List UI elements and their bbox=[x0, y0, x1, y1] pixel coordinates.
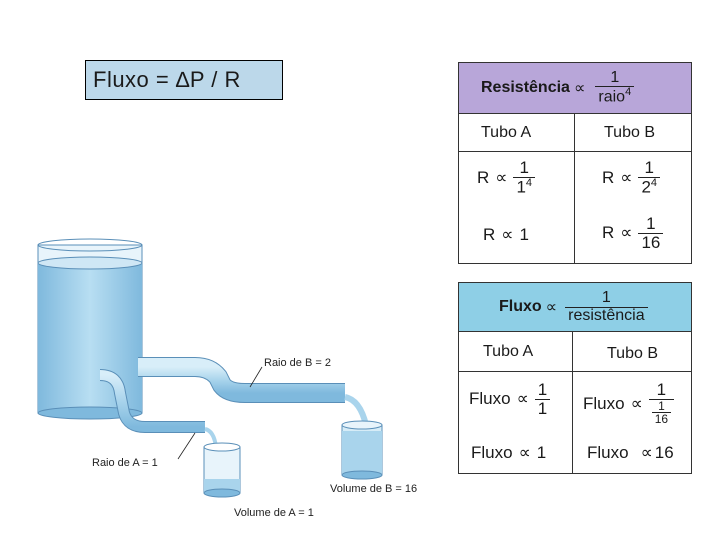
leader-line bbox=[249, 366, 263, 388]
resistance-col-b-header: Tubo B bbox=[604, 124, 655, 141]
label-volume-a: Volume de A = 1 bbox=[234, 507, 314, 519]
lhs: R bbox=[483, 225, 496, 244]
flow-table-header: Fluxo ∝ 1 resistência bbox=[459, 283, 691, 331]
fraction: 1 24 bbox=[638, 158, 661, 197]
fraction-denominator: 1 16 bbox=[648, 398, 675, 426]
nested-numerator: 1 bbox=[658, 398, 665, 413]
proportional-symbol: ∝ bbox=[640, 443, 653, 462]
fraction: 1 14 bbox=[513, 158, 536, 197]
beaker-b bbox=[341, 420, 383, 480]
fraction-numerator: 1 bbox=[537, 380, 548, 399]
value: 16 bbox=[654, 443, 674, 462]
fraction-denominator: 1 bbox=[534, 398, 551, 418]
proportional-symbol: ∝ bbox=[516, 389, 529, 409]
resistance-table: Resistência ∝ 1 raio4 Tubo A Tubo B R ∝ … bbox=[458, 62, 692, 264]
lhs: R bbox=[602, 223, 615, 243]
proportional-symbol: ∝ bbox=[518, 443, 531, 462]
fraction-denominator: raio4 bbox=[595, 86, 635, 106]
fraction: 1 1 16 bbox=[648, 380, 675, 426]
lhs: R bbox=[602, 167, 615, 187]
nested-fraction: 1 16 bbox=[651, 398, 672, 426]
tank-pipes-illustration: Raio de B = 2 Raio de A = 1 Volume de B … bbox=[37, 238, 417, 519]
fraction-numerator: 1 bbox=[644, 158, 654, 177]
proportional-symbol: ∝ bbox=[573, 80, 586, 97]
flow-header-fraction: 1 resistência bbox=[565, 288, 648, 325]
value: 1 bbox=[519, 225, 529, 244]
proportional-symbol: ∝ bbox=[620, 167, 633, 187]
fraction-denominator: 24 bbox=[638, 176, 661, 197]
label-volume-b: Volume de B = 16 bbox=[330, 483, 417, 495]
fraction-numerator: 1 bbox=[519, 158, 529, 177]
denominator-base: 1 bbox=[516, 177, 526, 197]
fraction: 1 1 bbox=[534, 380, 551, 418]
resistance-row1-a: R ∝ 1 14 bbox=[477, 158, 536, 197]
flow-col-b-header: Tubo B bbox=[607, 345, 658, 362]
flow-row2-a: Fluxo ∝ 1 bbox=[471, 443, 546, 463]
resistance-header-label: Resistência bbox=[481, 79, 570, 96]
flow-row2-b: Fluxo ∝ 16 bbox=[587, 443, 674, 463]
resistance-row2-b: R ∝ 1 16 bbox=[602, 214, 664, 252]
proportional-symbol: ∝ bbox=[545, 299, 558, 316]
denominator-exponent: 4 bbox=[650, 176, 658, 189]
lhs: R bbox=[477, 167, 490, 187]
flow-row1-a: Fluxo ∝ 1 1 bbox=[469, 380, 551, 418]
value: 1 bbox=[536, 443, 547, 462]
resistance-col-a-header: Tubo A bbox=[481, 124, 532, 141]
resistance-row1-b: R ∝ 1 24 bbox=[602, 158, 661, 197]
flow-table: Fluxo ∝ 1 resistência Tubo A Tubo B Flux… bbox=[458, 282, 692, 474]
fraction: 1 16 bbox=[638, 214, 664, 252]
label-radius-a: Raio de A = 1 bbox=[92, 457, 158, 469]
formula-box: Fluxo = ∆P / R bbox=[85, 60, 283, 100]
beaker-a bbox=[203, 442, 241, 498]
leader-line bbox=[177, 432, 196, 460]
lhs: Fluxo bbox=[471, 443, 513, 462]
fraction-numerator: 1 bbox=[601, 288, 611, 306]
proportional-symbol: ∝ bbox=[501, 225, 514, 244]
lhs: Fluxo bbox=[469, 389, 511, 409]
reservoir-tank bbox=[37, 238, 143, 420]
proportional-symbol: ∝ bbox=[630, 393, 643, 413]
flow-header-label: Fluxo bbox=[499, 298, 542, 315]
denominator-exponent: 4 bbox=[525, 176, 533, 189]
fraction-numerator: 1 bbox=[656, 380, 667, 399]
fraction-denominator: 16 bbox=[638, 232, 664, 252]
flow-row1-b: Fluxo ∝ 1 1 16 bbox=[583, 380, 675, 426]
formula-text: Fluxo = ∆P / R bbox=[93, 67, 241, 92]
resistance-table-header: Resistência ∝ 1 raio4 bbox=[459, 63, 691, 113]
label-radius-b: Raio de B = 2 bbox=[264, 357, 331, 369]
resistance-row2-a: R ∝ 1 bbox=[483, 225, 529, 245]
denominator-exponent: 4 bbox=[625, 86, 632, 99]
lhs: Fluxo bbox=[583, 393, 625, 413]
resistance-header-fraction: 1 raio4 bbox=[595, 68, 635, 107]
denominator-base: 2 bbox=[641, 177, 651, 197]
nested-denominator: 16 bbox=[651, 412, 672, 426]
fraction-denominator: resistência bbox=[565, 306, 648, 325]
denominator-base: raio bbox=[598, 88, 626, 106]
proportional-symbol: ∝ bbox=[620, 223, 633, 243]
flow-col-a-header: Tubo A bbox=[483, 343, 534, 360]
fraction-denominator: 14 bbox=[513, 176, 536, 197]
lhs: Fluxo bbox=[587, 443, 629, 462]
fraction-numerator: 1 bbox=[646, 214, 656, 233]
fraction-numerator: 1 bbox=[610, 68, 620, 86]
pipe-b bbox=[138, 357, 369, 426]
proportional-symbol: ∝ bbox=[495, 167, 508, 187]
